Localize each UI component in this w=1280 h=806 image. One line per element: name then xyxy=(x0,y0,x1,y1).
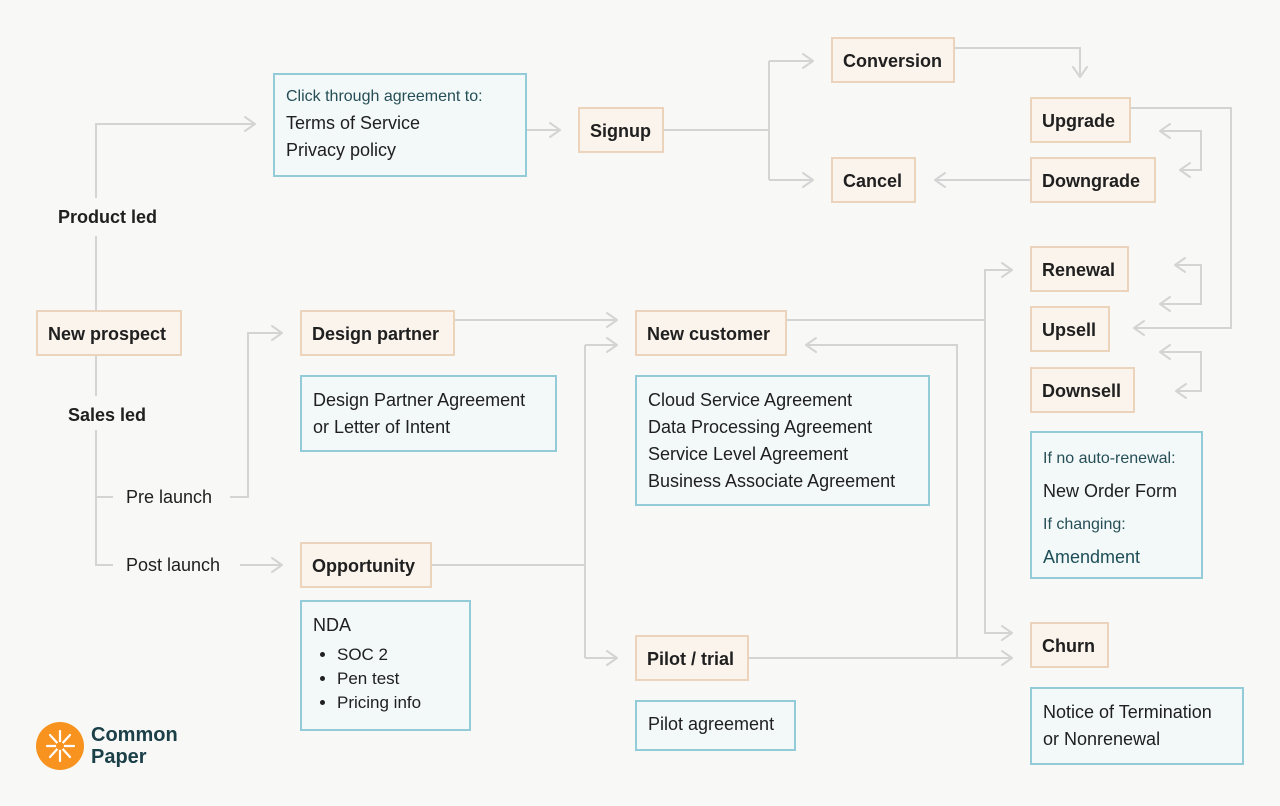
doc-opportunity: NDA SOC 2 Pen test Pricing info xyxy=(300,600,471,731)
common-paper-logo: Common Paper xyxy=(36,720,196,772)
connector-conversion-upgrade xyxy=(955,47,1081,77)
arrowhead-conversion xyxy=(802,53,814,69)
arrowhead-swap-downgrade xyxy=(1179,162,1191,178)
doc-design-partner-line2: or Letter of Intent xyxy=(313,417,451,437)
connector-signup-branch xyxy=(664,60,813,181)
node-pilot-trial: Pilot / trial xyxy=(635,635,749,681)
arrowhead-back-newcustomer xyxy=(805,337,817,353)
arrowhead-swap-downsell xyxy=(1175,383,1187,399)
doc-design-partner-line1: Design Partner Agreement xyxy=(313,390,526,410)
label-post-launch: Post launch xyxy=(124,554,223,576)
connector-upgrade-upsell xyxy=(1131,107,1232,329)
node-cancel: Cancel xyxy=(831,157,916,203)
doc-new-customer-line: Business Associate Agreement xyxy=(648,471,896,491)
arrowhead-opportunity xyxy=(271,557,283,573)
connector-upgrade-downgrade-swap xyxy=(1160,130,1202,171)
arrowhead-renewal xyxy=(1001,262,1013,278)
node-design-partner: Design partner xyxy=(300,310,455,356)
doc-renewal-amendment: Amendment xyxy=(1043,547,1141,567)
doc-renewal-if-no-auto: If no auto-renewal: xyxy=(1043,450,1176,467)
node-opportunity: Opportunity xyxy=(300,542,432,588)
doc-new-customer-line: Data Processing Agreement xyxy=(648,417,873,437)
doc-opportunity-item: Pen test xyxy=(337,667,458,691)
node-upsell: Upsell xyxy=(1030,306,1110,352)
connector-pilot-newcustomer xyxy=(806,344,958,658)
arrowhead-swap-upsell-a xyxy=(1159,296,1171,312)
doc-churn: Notice of Termination or Nonrenewal xyxy=(1030,687,1244,765)
arrowhead-pilot xyxy=(606,650,618,666)
arrowhead-churn-a xyxy=(1001,625,1013,641)
doc-new-customer: Cloud Service Agreement Data Processing … xyxy=(635,375,930,506)
node-signup: Signup xyxy=(578,107,664,153)
arrowhead-downgrade-cancel xyxy=(934,172,946,188)
doc-design-partner: Design Partner Agreement or Letter of In… xyxy=(300,375,557,452)
connector-newcustomer-renewal xyxy=(787,269,1012,634)
node-conversion: Conversion xyxy=(831,37,955,83)
doc-renewal: If no auto-renewal: New Order Form If ch… xyxy=(1030,431,1203,579)
doc-churn-line2: or Nonrenewal xyxy=(1043,729,1161,749)
arrowhead-signup xyxy=(549,122,561,138)
doc-clickthrough-intro: Click through agreement to: xyxy=(286,88,483,105)
sunburst-logo-icon xyxy=(36,722,84,770)
doc-clickthrough-line1: Terms of Service xyxy=(286,113,421,133)
logo-line2: Paper xyxy=(91,746,147,768)
label-product-led: Product led xyxy=(56,206,160,228)
label-sales-led: Sales led xyxy=(66,404,149,426)
arrowhead-clickthrough xyxy=(244,116,256,132)
doc-pilot: Pilot agreement xyxy=(635,700,796,751)
connector-opportunity-branch xyxy=(432,344,617,659)
doc-new-customer-line: Service Level Agreement xyxy=(648,444,849,464)
doc-clickthrough-line2: Privacy policy xyxy=(286,140,397,160)
logo-wordmark: Common Paper xyxy=(91,724,178,768)
arrowhead-cancel xyxy=(802,172,814,188)
node-downsell: Downsell xyxy=(1030,367,1135,413)
arrowhead-swap-upsell-b xyxy=(1159,344,1171,360)
node-new-customer: New customer xyxy=(635,310,787,356)
connector-sales-led-trunk xyxy=(95,354,113,566)
arrowhead-upgrade xyxy=(1072,66,1088,78)
arrowhead-design-partner xyxy=(271,325,283,341)
doc-renewal-if-changing: If changing: xyxy=(1043,516,1126,533)
doc-opportunity-item: Pricing info xyxy=(337,691,458,715)
node-upgrade: Upgrade xyxy=(1030,97,1131,143)
doc-clickthrough: Click through agreement to: Terms of Ser… xyxy=(273,73,527,177)
arrowhead-upsell xyxy=(1133,320,1145,336)
node-renewal: Renewal xyxy=(1030,246,1129,292)
doc-opportunity-list: SOC 2 Pen test Pricing info xyxy=(313,643,458,715)
arrowhead-newcustomer-b xyxy=(606,337,618,353)
label-pre-launch: Pre launch xyxy=(124,486,215,508)
arrowhead-swap-renewal xyxy=(1174,257,1186,273)
connector-renewal-upsell-swap xyxy=(1160,264,1202,305)
connector-product-led-trunk xyxy=(95,123,255,310)
doc-new-customer-line: Cloud Service Agreement xyxy=(648,390,853,410)
node-downgrade: Downgrade xyxy=(1030,157,1156,203)
arrowhead-newcustomer-a xyxy=(606,312,618,328)
connector-upsell-downsell-swap xyxy=(1160,351,1202,392)
doc-opportunity-title: NDA xyxy=(313,615,352,635)
arrowhead-swap-upgrade xyxy=(1159,123,1171,139)
node-new-prospect: New prospect xyxy=(36,310,182,356)
doc-pilot-line1: Pilot agreement xyxy=(648,714,775,734)
node-churn: Churn xyxy=(1030,622,1109,668)
doc-opportunity-item: SOC 2 xyxy=(337,643,458,667)
doc-churn-line1: Notice of Termination xyxy=(1043,702,1212,722)
doc-renewal-order-form: New Order Form xyxy=(1043,481,1178,501)
arrowhead-churn-b xyxy=(1001,650,1013,666)
connector-prelaunch-design xyxy=(230,332,282,498)
logo-line1: Common xyxy=(91,724,178,746)
